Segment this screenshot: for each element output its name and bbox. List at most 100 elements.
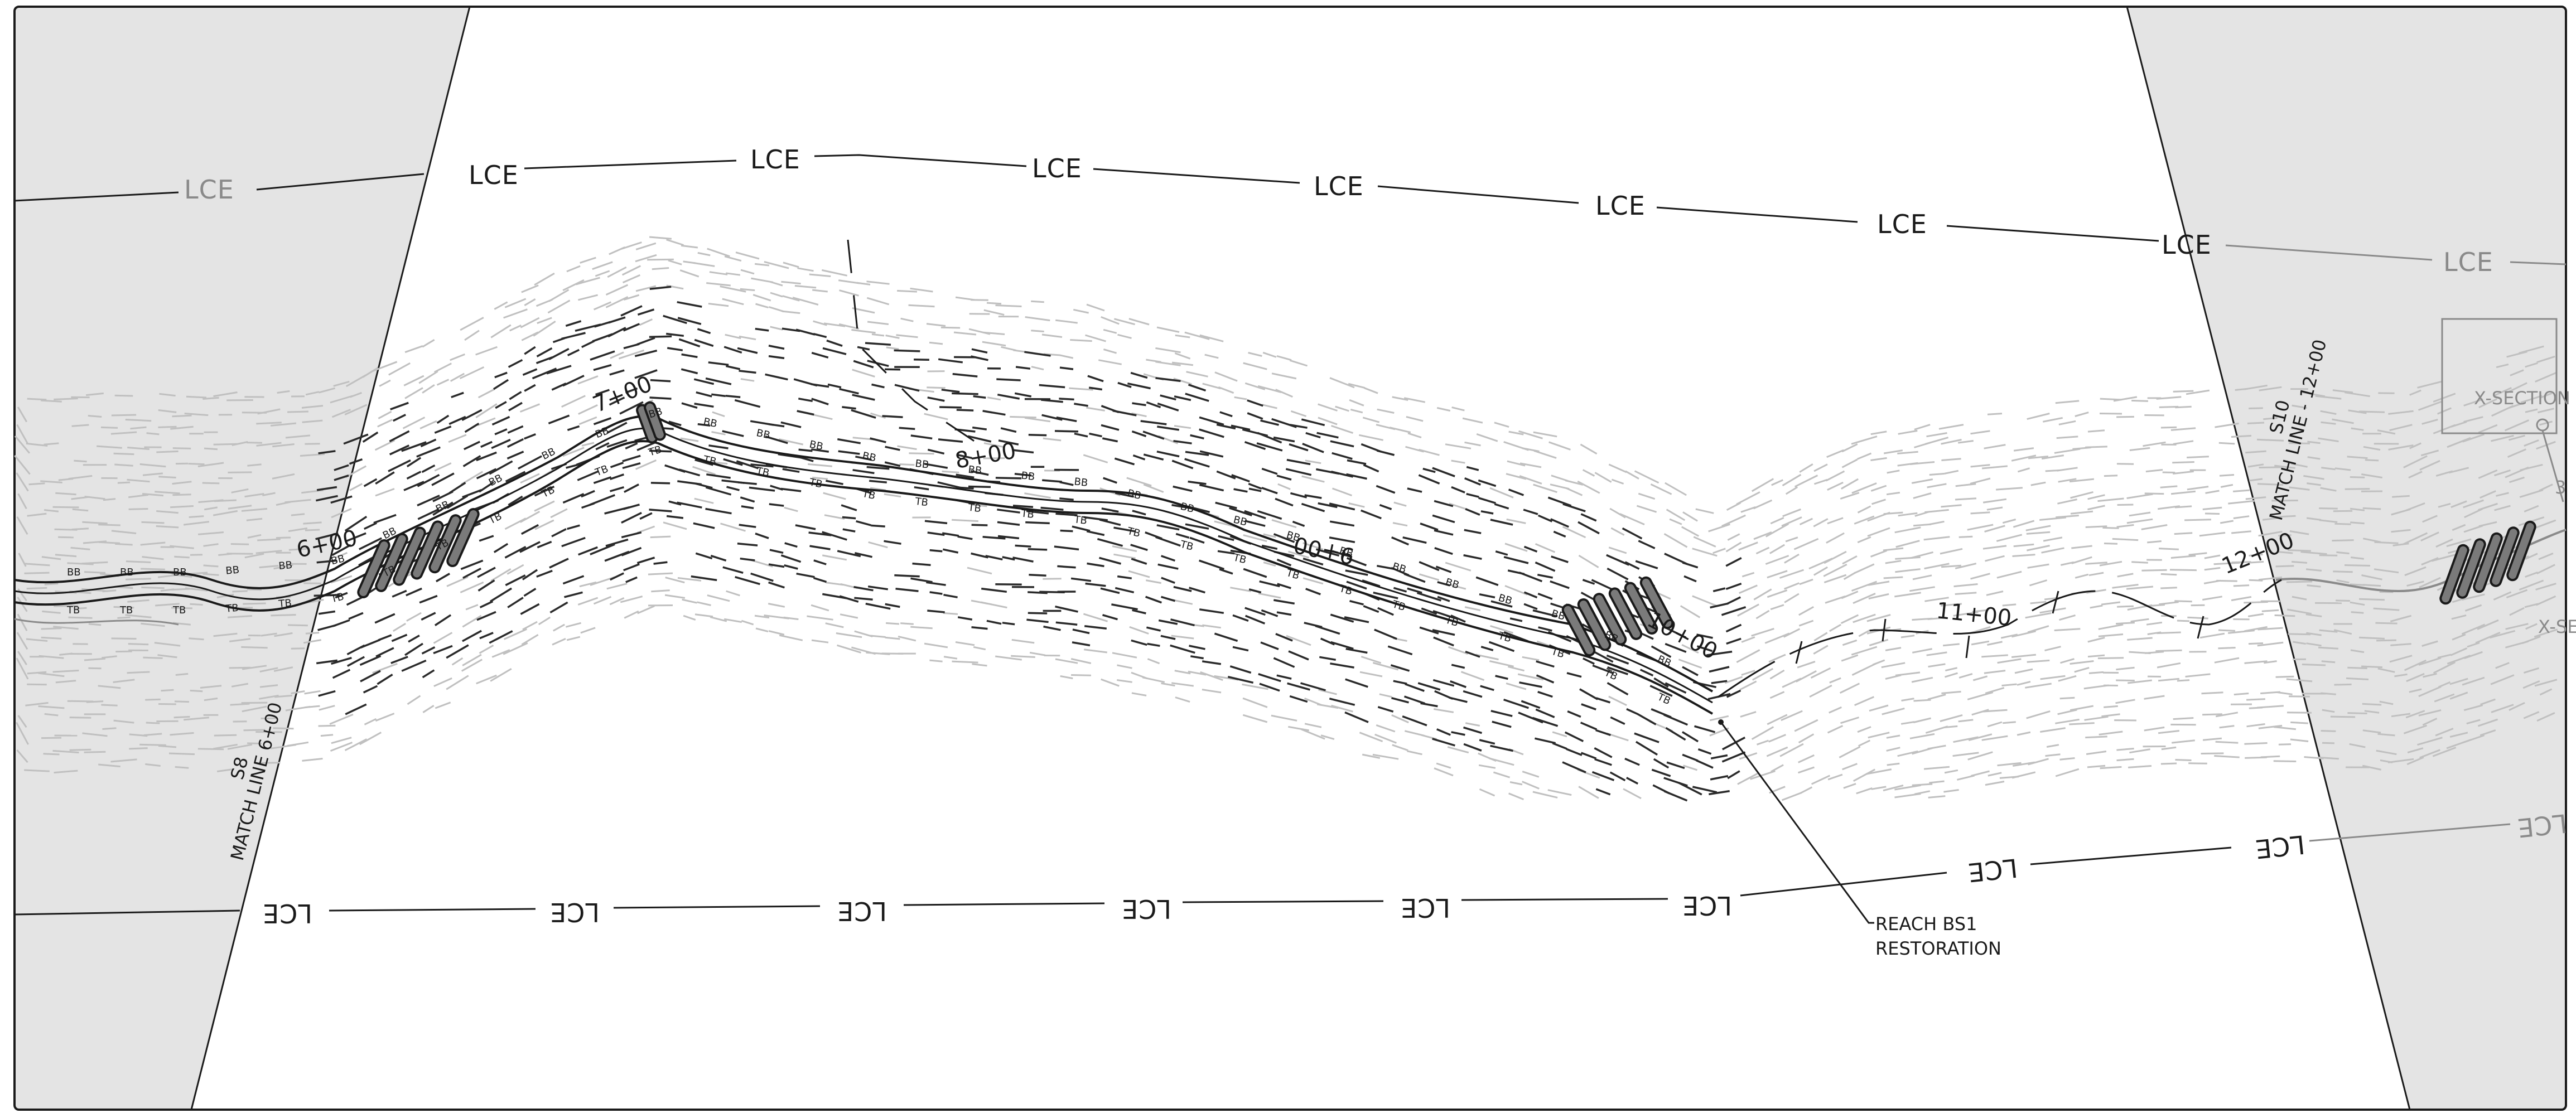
contour-dash [635, 254, 657, 263]
lce-label: LCE [1595, 191, 1646, 221]
contour-dash [705, 486, 732, 496]
contour-dash [2202, 713, 2222, 716]
contour-dash [943, 656, 958, 660]
contour-dash [636, 556, 655, 564]
contour-dash [839, 388, 859, 395]
contour-dash [303, 639, 322, 644]
contour-dash [1911, 551, 1933, 559]
contour-dash [826, 480, 843, 485]
contour-dash [2463, 398, 2483, 407]
contour-dash [1155, 347, 1181, 354]
contour-dash [1490, 744, 1513, 752]
contour-dash [1160, 394, 1176, 401]
contour-dash [1592, 664, 1614, 675]
contour-dash [813, 333, 827, 338]
contour-dash [2350, 476, 2365, 478]
contour-dash [1002, 622, 1015, 626]
contour-dash [1926, 432, 1947, 438]
contour-dash [997, 509, 1020, 514]
contour-dash [2027, 563, 2049, 569]
contour-dash [1478, 497, 1496, 504]
contour-dash [855, 456, 872, 461]
contour-dash [2264, 660, 2277, 664]
contour-dash [813, 577, 827, 583]
contour-dash [1710, 602, 1729, 609]
contour-dash [1535, 561, 1556, 572]
contour-dash [1537, 573, 1554, 579]
contour-dash [1823, 563, 1847, 577]
contour-dash [418, 370, 438, 384]
contour-dash [1071, 674, 1091, 676]
contour-dash [1638, 492, 1656, 500]
contour-dash [663, 314, 687, 325]
contour-dash [2344, 564, 2371, 567]
contour-dash [681, 368, 698, 375]
contour-dash [1508, 665, 1525, 672]
contour-dash [1490, 625, 1513, 634]
contour-dash [349, 483, 363, 491]
contour-dash [1087, 562, 1104, 568]
contour-dash [2173, 470, 2194, 475]
contour-dash [1404, 730, 1425, 737]
contour-dash [1157, 402, 1179, 412]
contour-dash [581, 340, 595, 349]
contour-dash [533, 320, 556, 337]
contour-dash [590, 543, 615, 555]
contour-dash [1117, 664, 1132, 669]
contour-dash [476, 611, 496, 621]
contour-dash [2519, 489, 2544, 499]
contour-dash [1853, 593, 1876, 604]
contour-dash [2409, 442, 2421, 449]
contour-dash [72, 508, 89, 512]
contour-dash [432, 501, 454, 516]
contour-dash [1451, 731, 1465, 736]
contour-dash [1174, 395, 1191, 401]
contour-dash [1218, 535, 1234, 541]
contour-dash [422, 339, 435, 348]
contour-dash [1011, 655, 1035, 658]
contour-dash [58, 536, 74, 539]
contour-dash [259, 667, 278, 672]
contour-dash [143, 733, 162, 736]
contour-dash [2116, 524, 2134, 528]
contour-dash [939, 406, 962, 409]
contour-dash [1740, 711, 1757, 718]
contour-dash [372, 662, 398, 674]
contour-dash [459, 366, 485, 380]
contour-dash [1737, 603, 1759, 617]
contour-dash [460, 581, 484, 593]
contour-dash [2059, 614, 2076, 621]
contour-dash [2392, 543, 2409, 546]
contour-dash [625, 442, 638, 449]
contour-dash [2002, 519, 2017, 524]
contour-dash [1608, 546, 1627, 554]
contour-dash [2406, 580, 2424, 587]
contour-dash [1911, 676, 1933, 683]
contour-dash [2493, 591, 2512, 601]
contour-dash [493, 543, 509, 553]
contour-dash [1928, 795, 1946, 799]
contour-dash [1086, 530, 1105, 536]
contour-dash [1330, 440, 1354, 448]
bank-label: BB [1444, 576, 1461, 591]
contour-dash [1553, 530, 1566, 538]
contour-dash [2060, 658, 2075, 664]
contour-dash [667, 347, 683, 351]
contour-dash [2115, 699, 2135, 704]
bank-label: TB [1232, 551, 1248, 566]
contour-dash [2362, 729, 2381, 734]
contour-dash [885, 335, 900, 339]
contour-dash [1204, 354, 1219, 359]
contour-dash [665, 332, 684, 337]
contour-dash [1809, 684, 1832, 698]
contour-dash [291, 513, 305, 516]
contour-dash [1403, 573, 1426, 583]
contour-dash [54, 398, 78, 400]
contour-dash [1348, 383, 1366, 389]
xsection-label: X-SECTION [2474, 388, 2570, 409]
contour-dash [663, 521, 687, 530]
contour-dash [42, 610, 61, 614]
contour-dash [1851, 662, 1877, 676]
contour-dash [885, 603, 900, 608]
contour-dash [608, 316, 626, 324]
